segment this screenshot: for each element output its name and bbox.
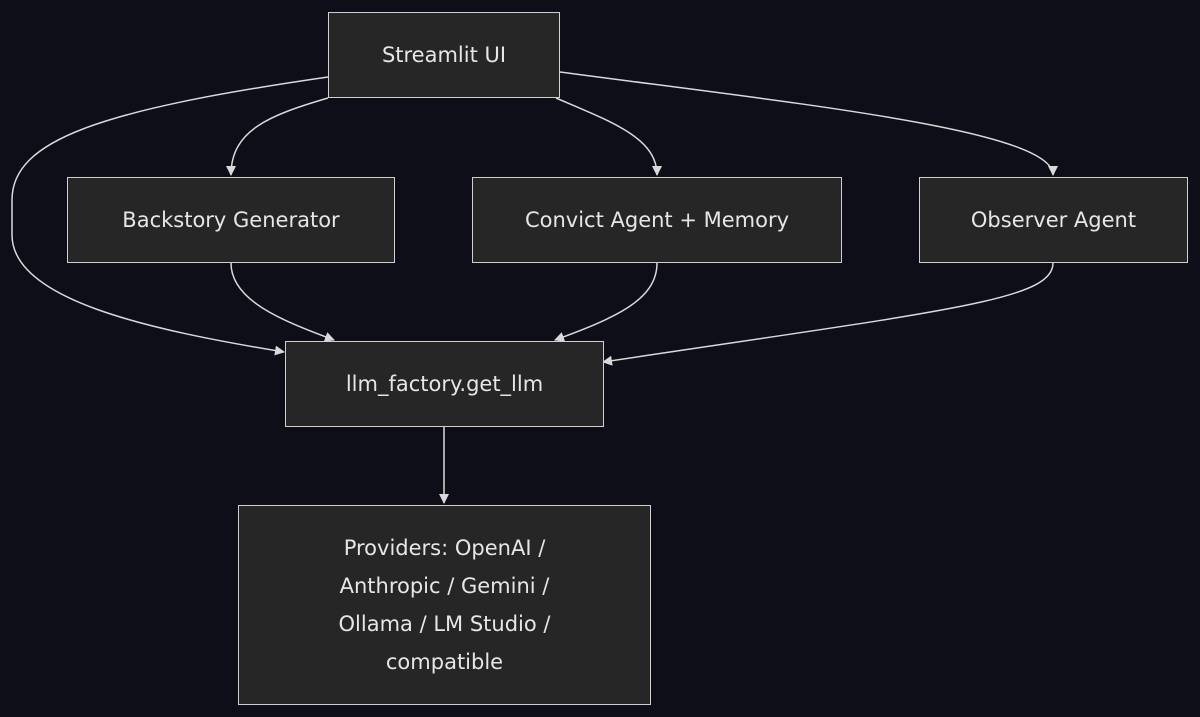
node-providers-line-1: Providers: OpenAI / — [343, 536, 546, 560]
node-providers-line-3: Ollama / LM Studio / — [338, 612, 551, 636]
node-streamlit-ui: Streamlit UI — [328, 12, 560, 98]
node-convict-agent-memory: Convict Agent + Memory — [472, 177, 842, 263]
edge-streamlit-to-convict — [555, 97, 662, 176]
node-providers-line-4: compatible — [385, 650, 504, 674]
node-backstory-generator-label: Backstory Generator — [122, 208, 340, 232]
edge-streamlit-to-observer — [559, 71, 1058, 176]
node-llm-factory-label: llm_factory.get_llm — [345, 372, 544, 396]
node-llm-factory: llm_factory.get_llm — [285, 341, 604, 427]
edge-streamlit-to-llm-factory — [11, 76, 329, 356]
node-backstory-generator: Backstory Generator — [67, 177, 395, 263]
node-convict-agent-memory-label: Convict Agent + Memory — [524, 208, 790, 232]
node-providers-line-2: Anthropic / Gemini / — [339, 574, 550, 598]
edge-observer-to-llm-factory — [602, 262, 1054, 366]
node-providers: Providers: OpenAI / Anthropic / Gemini /… — [238, 505, 651, 705]
node-observer-agent-label: Observer Agent — [970, 208, 1137, 232]
node-observer-agent: Observer Agent — [919, 177, 1188, 263]
edge-streamlit-to-backstory — [226, 97, 329, 176]
edge-convict-to-llm-factory — [554, 262, 658, 342]
node-streamlit-ui-label: Streamlit UI — [381, 43, 507, 67]
edge-backstory-to-llm-factory — [230, 262, 335, 342]
